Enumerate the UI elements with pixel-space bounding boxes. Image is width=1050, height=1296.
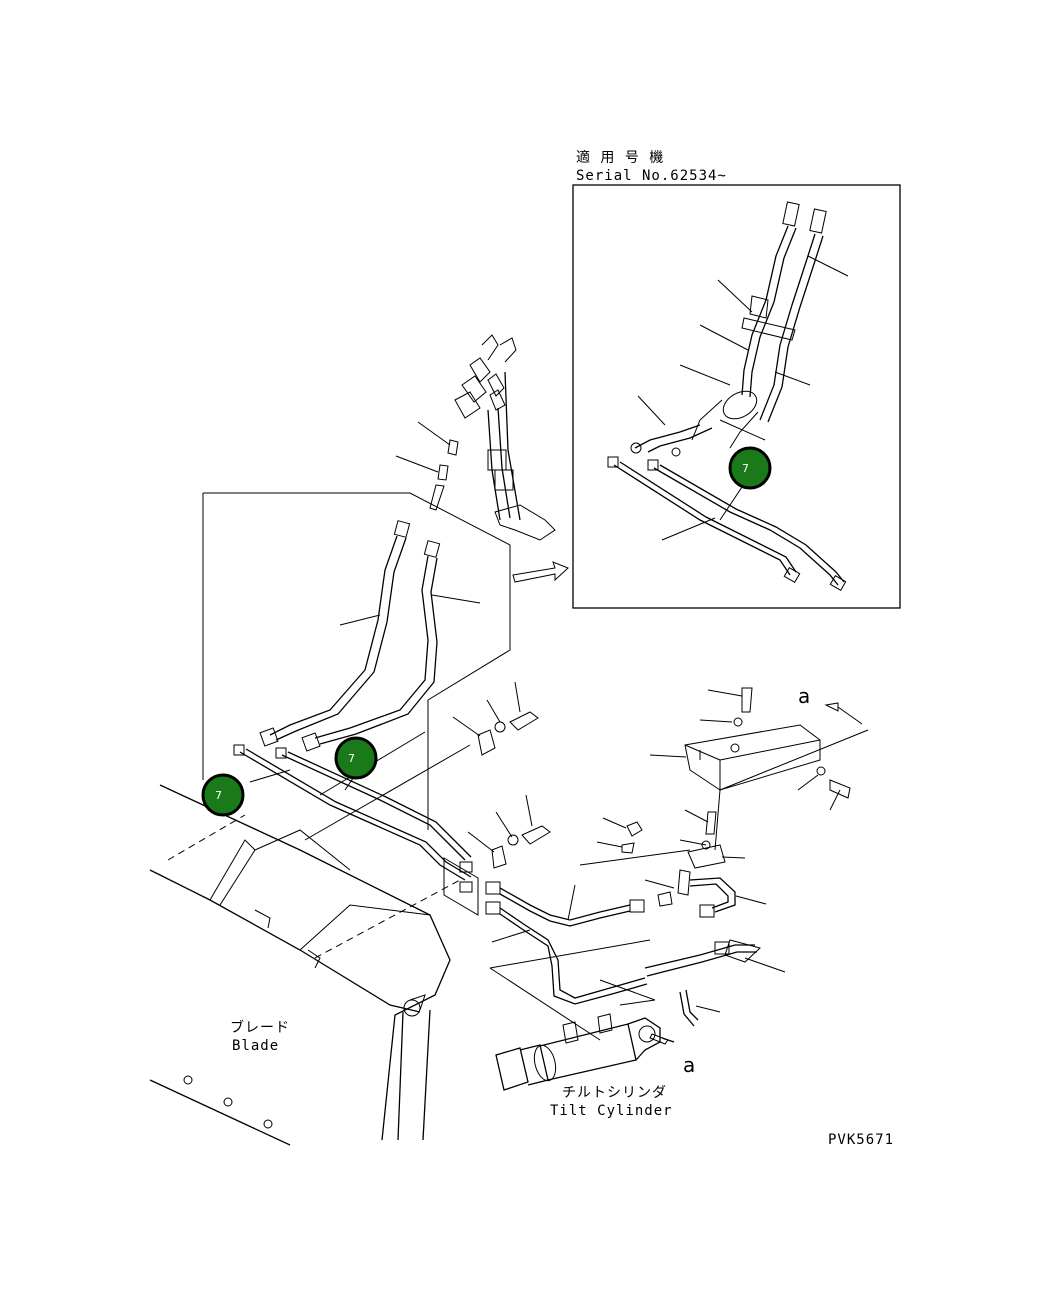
callout-circle <box>728 446 772 490</box>
inset-label-jp: 適 用 号 機 <box>576 149 664 166</box>
view-label-a-top: a <box>798 684 810 708</box>
blade: ブレード Blade <box>149 784 461 1146</box>
callout-main-right: 7 <box>334 736 378 780</box>
inset-view: 適 用 号 機 Serial No.62534~ <box>572 149 901 609</box>
inset-frame <box>572 184 901 609</box>
callout-inset: 7 <box>728 446 772 490</box>
callout-number: 7 <box>742 462 749 475</box>
callout-circle <box>201 773 245 817</box>
clamps-bolts <box>304 681 551 869</box>
callout-main-left: 7 <box>201 773 245 817</box>
drawing-number: PVK5671 <box>828 1132 894 1148</box>
blade-label-jp: ブレード <box>230 1019 290 1036</box>
view-label-a-bottom: a <box>683 1053 695 1077</box>
inset-tubes <box>607 456 847 592</box>
main-tubes <box>233 744 479 916</box>
callout-number: 7 <box>215 789 222 802</box>
inset-hoses <box>630 201 827 457</box>
inset-pointer-arrow <box>512 561 569 583</box>
blade-label-en: Blade <box>232 1038 279 1054</box>
callout-circle <box>334 736 378 780</box>
callout-number: 7 <box>348 752 355 765</box>
lower-assembly: a <box>485 684 869 1119</box>
cylinder-label-en: Tilt Cylinder <box>550 1103 673 1119</box>
inset-leaders <box>637 255 849 541</box>
inset-label-en: Serial No.62534~ <box>576 168 727 184</box>
upper-hose-assembly <box>202 334 556 830</box>
cylinder-label-jp: チルトシリンダ <box>562 1085 667 1101</box>
